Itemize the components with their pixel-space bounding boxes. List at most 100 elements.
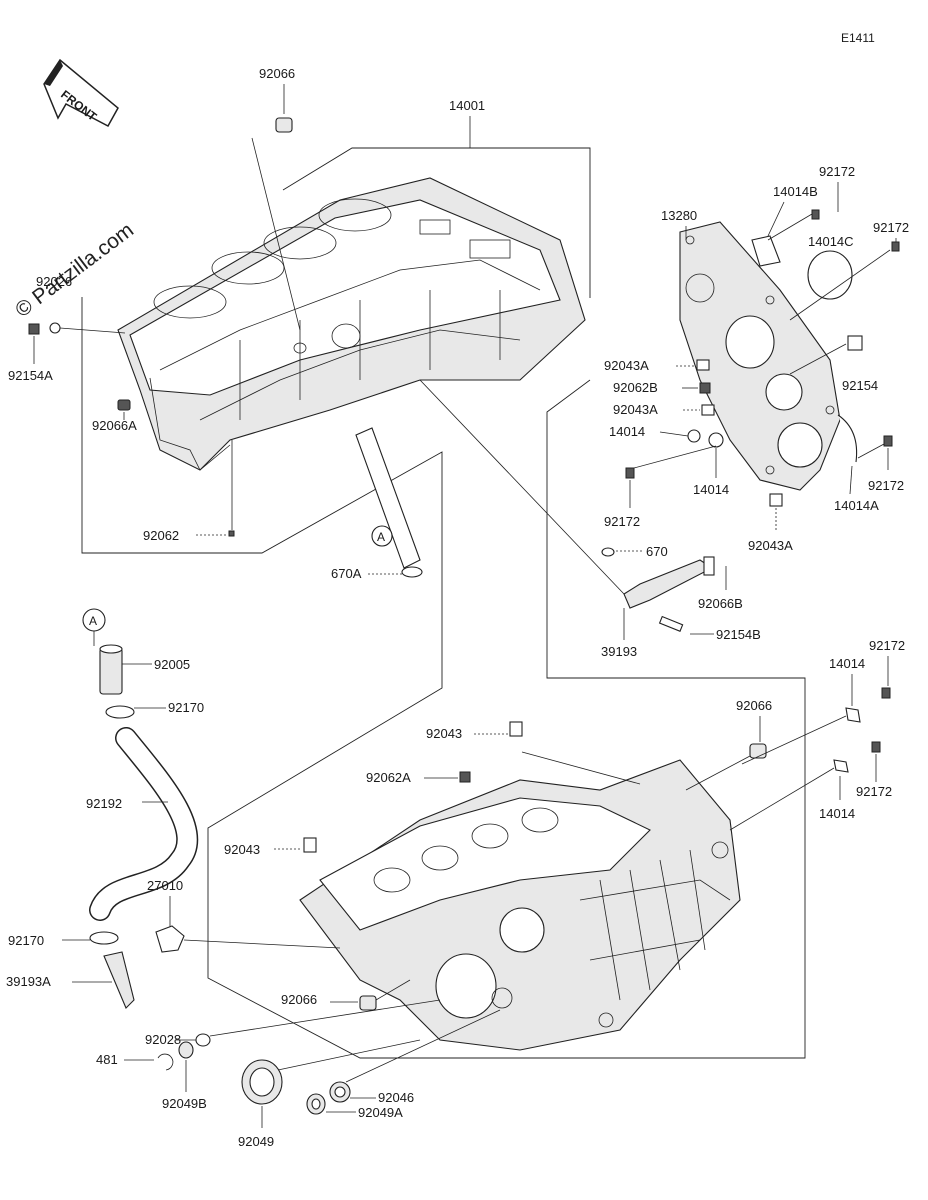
callout-92049A: 92049A [358,1105,403,1120]
gasket-14014-a [687,429,701,443]
oilseal-92049B [178,1041,194,1059]
callout-92154B: 92154B [716,627,761,642]
callout-92172-e: 92172 [869,638,905,653]
part-92062 [228,530,235,537]
part-92066-mid [749,743,767,759]
gasket-14014-b [708,432,724,448]
ref-marker-a-top-label: A [377,530,385,544]
bolt-92154B [658,615,684,632]
sensor-27010 [155,925,185,953]
callout-481: 481 [96,1052,118,1067]
callout-13280: 13280 [661,208,697,223]
gasket-14014B [751,235,781,267]
callout-92062A: 92062A [366,770,411,785]
gasket-14014-c [845,707,861,723]
bolt-92172-c [625,467,635,479]
side-cover [679,221,841,491]
part-92066A [117,399,131,411]
callout-14014-b: 14014 [693,482,729,497]
part-92066-low [359,995,377,1011]
callout-92043A-b: 92043A [613,402,658,417]
pipe-92005 [99,644,123,695]
callout-92026: 92026 [36,274,72,289]
bolt-92172-a [811,209,820,220]
oilseal-92049A [306,1093,326,1115]
part-92066-top [275,117,293,133]
callout-92043A-c: 92043A [748,538,793,553]
gasket-14014A [837,414,858,463]
clamp-92170-a [105,705,135,719]
callout-14014-a: 14014 [609,424,645,439]
callout-92170-a: 92170 [168,700,204,715]
dowel-92043A-c [769,493,783,507]
oring-670 [601,547,615,557]
part-92062B [699,382,711,394]
callout-92154: 92154 [842,378,878,393]
fitting-39193A [103,951,135,1009]
part-92026 [49,322,61,334]
callout-92049B: 92049B [162,1096,207,1111]
callout-92066B: 92066B [698,596,743,611]
callout-92172-c: 92172 [604,514,640,529]
callout-92192: 92192 [86,796,122,811]
clamp-92170-b [89,931,119,945]
callout-92172-b: 92172 [873,220,909,235]
callout-92066-low: 92066 [281,992,317,1007]
dowel-92043-b [303,837,317,853]
bolt-92172-f [871,741,881,753]
callout-92043-b: 92043 [224,842,260,857]
callout-14014B: 14014B [773,184,818,199]
callout-92062: 92062 [143,528,179,543]
callout-92005: 92005 [154,657,190,672]
oil-pipe [355,427,423,578]
callout-92172-f: 92172 [856,784,892,799]
callout-92046: 92046 [378,1090,414,1105]
callout-39193: 39193 [601,644,637,659]
bolt-92172-d [883,435,893,447]
gasket-14014C [807,250,853,300]
callout-92172-d: 92172 [868,478,904,493]
dowel-92043A-a [696,359,710,371]
callout-92154A: 92154A [8,368,53,383]
callout-14014-c: 14014 [829,656,865,671]
callout-92049: 92049 [238,1134,274,1149]
callout-92066-mid: 92066 [736,698,772,713]
upper-crankcase-frame [81,147,806,1059]
callout-14014A: 14014A [834,498,879,513]
front-arrow-icon: FRONT [43,58,119,128]
callout-14014C: 14014C [808,234,854,249]
ref-marker-a-bottom-label: A [89,614,97,628]
bearing-92046 [329,1081,351,1103]
callout-92043: 92043 [426,726,462,741]
callout-92066A: 92066A [92,418,137,433]
watermark-text: © Partzilla.com [11,218,138,322]
callout-92062B: 92062B [613,380,658,395]
callout-92170-b: 92170 [8,933,44,948]
callout-14001: 14001 [449,98,485,113]
bushing-92028 [195,1033,211,1047]
dowel-92043A-b [701,404,715,416]
callout-27010: 27010 [147,878,183,893]
callout-92028: 92028 [145,1032,181,1047]
circlip-481 [157,1053,174,1071]
part-92062A [459,771,471,783]
lower-crankcase [299,759,741,1051]
bracket-39193 [623,556,715,609]
upper-crankcase [117,177,586,471]
bolt-92172-b [891,241,900,252]
diagram-code: E1411 [841,31,875,45]
callout-14014-d: 14014 [819,806,855,821]
part-92154A [28,323,40,335]
bolt-92172-e [881,687,891,699]
callout-92172-a: 92172 [819,164,855,179]
oilseal-92049 [241,1059,283,1105]
callout-92066-top: 92066 [259,66,295,81]
dowel-92043 [509,721,523,737]
callout-670A: 670A [331,566,362,581]
ref-marker-a-top [371,525,393,547]
callout-39193A: 39193A [6,974,51,989]
callout-92043A-a: 92043A [604,358,649,373]
callout-670: 670 [646,544,668,559]
gasket-14014-d [833,759,849,773]
